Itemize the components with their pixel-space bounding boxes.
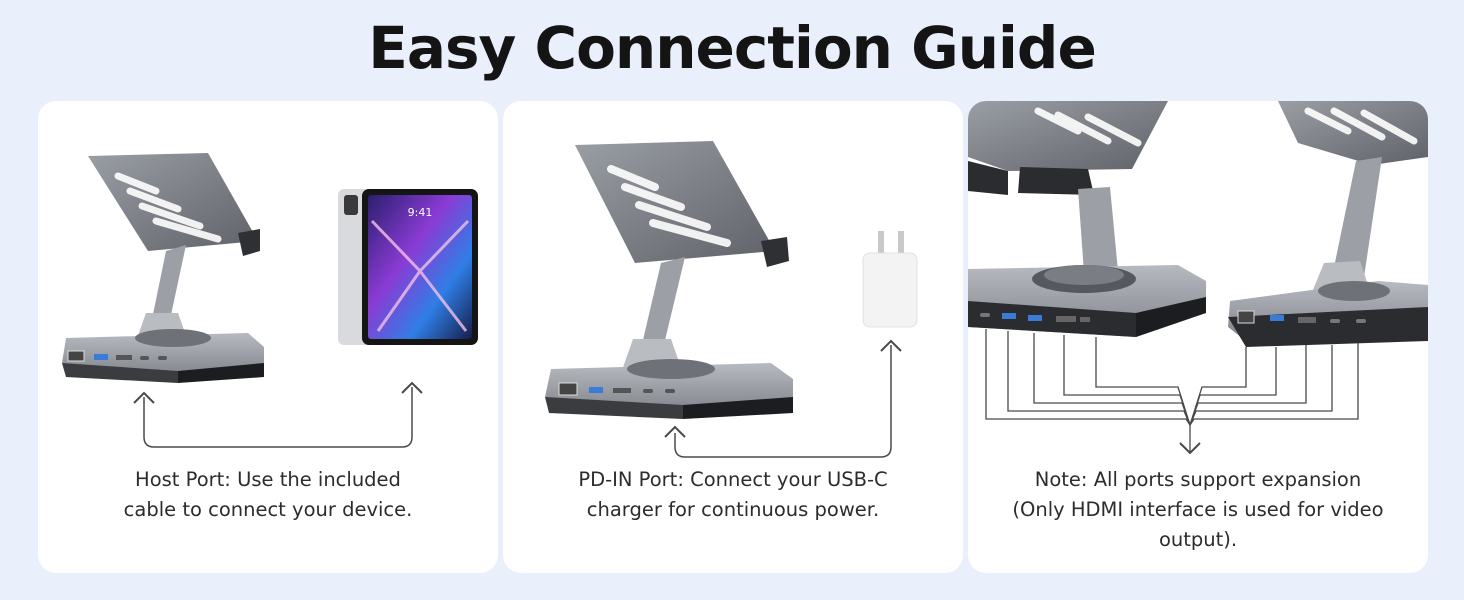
panel-host-port: 9:41 Host Port: Use the included cable t… <box>38 101 498 573</box>
expansion-lines <box>985 329 1359 455</box>
host-port-illustration: 9:41 <box>62 153 478 448</box>
connection-line <box>133 381 423 448</box>
stand-hub-icon <box>62 153 264 383</box>
arrow-down-icon <box>1179 442 1201 455</box>
note-caption: Note: All ports support expansion (Only … <box>1012 468 1384 551</box>
ports-expansion-illustration <box>968 101 1428 455</box>
tablet-icon: 9:41 <box>338 189 478 345</box>
tablet-time: 9:41 <box>408 206 433 219</box>
stand-hub-icon <box>545 141 793 419</box>
arrow-up-icon <box>880 339 902 352</box>
arrow-up-icon <box>664 425 686 438</box>
charger-icon <box>862 231 918 328</box>
host-port-caption: Host Port: Use the included cable to con… <box>123 468 413 521</box>
stand-hub-icon <box>1228 101 1428 347</box>
pd-in-illustration <box>545 141 918 458</box>
connection-line <box>664 339 902 458</box>
panel-note: Note: All ports support expansion (Only … <box>968 101 1428 573</box>
pd-in-port-caption: PD-IN Port: Connect your USB-C charger f… <box>578 468 888 521</box>
stand-hub-icon <box>968 101 1206 337</box>
panel-pd-in-port: PD-IN Port: Connect your USB-C charger f… <box>503 101 963 573</box>
page-title: Easy Connection Guide <box>368 14 1097 82</box>
arrow-up-icon <box>401 381 423 394</box>
arrow-up-icon <box>133 391 155 404</box>
